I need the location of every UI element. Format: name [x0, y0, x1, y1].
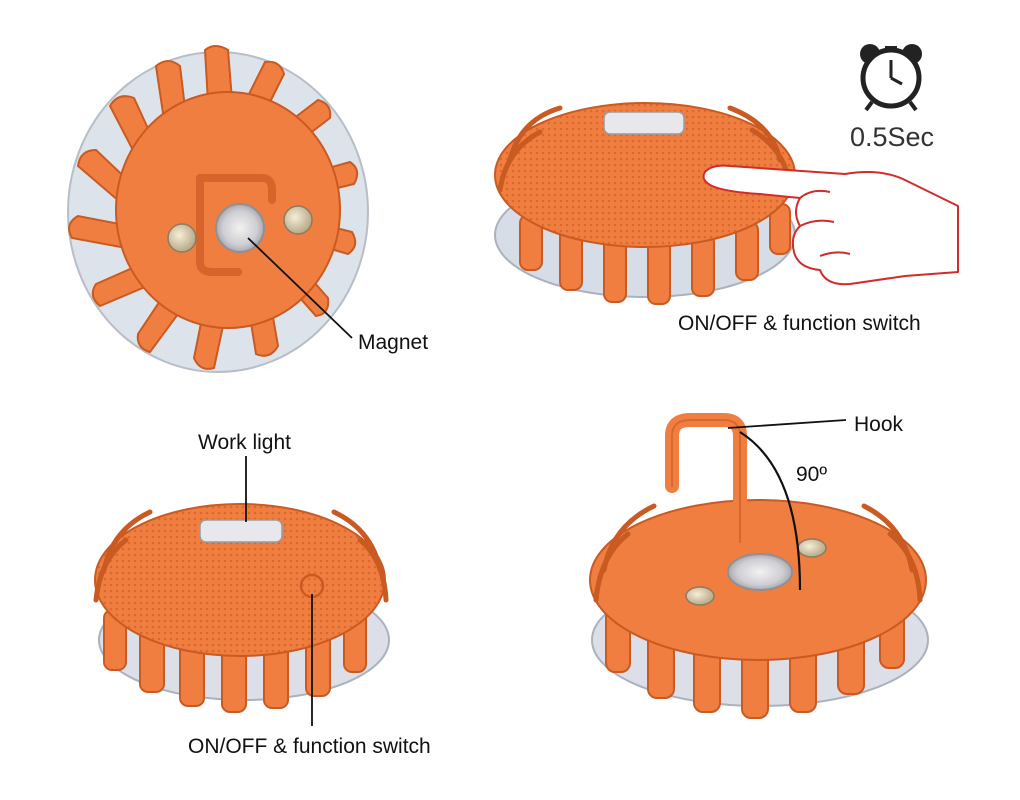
- work-light-window: [603, 111, 685, 135]
- magnet-disc: [215, 203, 265, 253]
- timer-label: 0.5Sec: [850, 122, 935, 152]
- angle-label: 90º: [796, 463, 828, 486]
- work-light-window-2: [199, 519, 283, 543]
- switch-top-label: ON/OFF & function switch: [678, 312, 921, 335]
- bolt-left: [167, 223, 197, 253]
- switch-bottom-label: ON/OFF & function switch: [188, 735, 431, 758]
- bolt-right: [283, 205, 313, 235]
- work-light-label: Work light: [198, 431, 291, 454]
- rotation-arc: [739, 431, 802, 591]
- flare-back-view: [67, 45, 369, 373]
- flare-top-view-press: [494, 102, 796, 305]
- hook-leader-line: [727, 419, 847, 429]
- magnet-label: Magnet: [358, 331, 429, 354]
- alarm-clock-icon: [860, 44, 922, 112]
- pressing-hand-icon: [702, 164, 959, 286]
- magnet-leader-line: [247, 237, 353, 339]
- flare-hook-view: [589, 499, 929, 719]
- flare-angled-view: [93, 503, 390, 713]
- magnet-center: [727, 553, 793, 591]
- hook-label: Hook: [854, 413, 904, 436]
